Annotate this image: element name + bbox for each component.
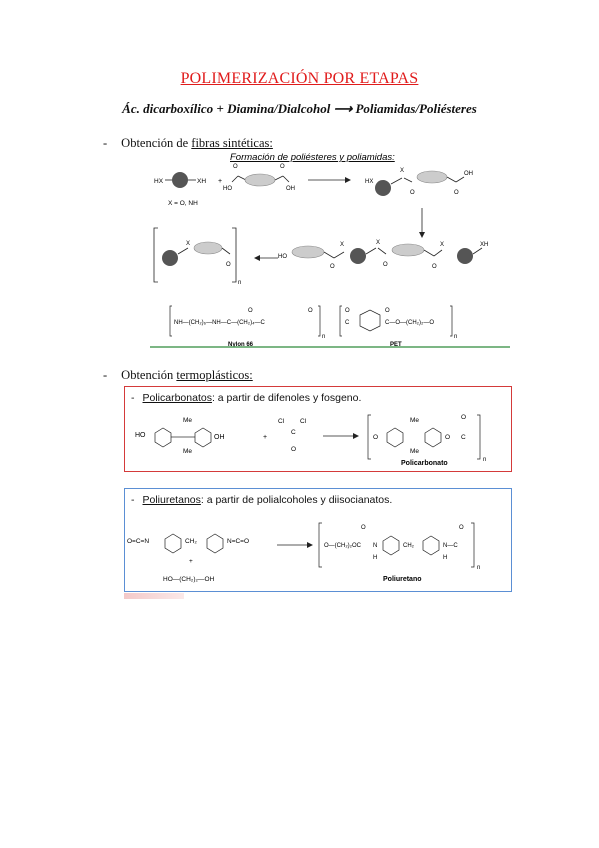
svg-text:HO: HO (135, 432, 146, 439)
svg-text:O: O (385, 308, 390, 314)
svg-text:O: O (454, 190, 459, 196)
svg-text:O: O (461, 414, 466, 421)
nylon-label: Nylon 66 (228, 342, 254, 348)
svg-text:X: X (376, 240, 380, 246)
poliuretanos-box: -Poliuretanos: a partir de polialcoholes… (124, 488, 512, 592)
svg-text:C—O—(CH₂)₂—O: C—O—(CH₂)₂—O (385, 320, 434, 326)
svg-text:n: n (238, 280, 241, 286)
poliuretanos-heading: -Poliuretanos: a partir de polialcoholes… (131, 494, 392, 506)
svg-text:Me: Me (410, 417, 419, 424)
svg-text:O: O (459, 525, 464, 531)
svg-text:n: n (454, 334, 457, 340)
bullet-text: Obtención de (121, 136, 192, 150)
diacid-ellipse-icon (244, 173, 276, 187)
policarbonatos-name: Policarbonatos (142, 392, 212, 404)
policarbonato-label: Policarbonato (401, 460, 448, 467)
box-dash: - (131, 494, 135, 506)
poliuretanos-desc: : a partir de polialcoholes y diisociana… (200, 494, 393, 506)
hx-label: HX (154, 178, 164, 185)
svg-text:O: O (432, 264, 437, 270)
svg-text:O: O (280, 164, 285, 170)
svg-text:O: O (248, 308, 253, 314)
bullet-underlined: fibras sintéticas: (191, 136, 273, 150)
svg-text:CH₂: CH₂ (403, 543, 415, 549)
svg-text:HX: HX (365, 179, 373, 185)
svg-text:X: X (340, 242, 344, 248)
svg-text:O: O (410, 190, 415, 196)
svg-text:X: X (186, 241, 190, 247)
svg-text:NH—(CH₂)₆—NH—C—(CH₂)₄—C: NH—(CH₂)₆—NH—C—(CH₂)₄—C (174, 320, 266, 326)
poliuretanos-name: Poliuretanos (142, 494, 201, 506)
svg-text:n: n (477, 565, 480, 571)
svg-text:X: X (440, 242, 444, 248)
polymer-formation-figure: Formación de poliésteres y poliamidas: H… (150, 152, 510, 348)
svg-text:n: n (483, 457, 486, 463)
svg-text:C: C (291, 429, 296, 436)
faded-fragment (124, 593, 184, 599)
svg-text:+: + (189, 558, 193, 565)
svg-text:CH₂: CH₂ (185, 538, 197, 545)
svg-text:OH: OH (464, 171, 473, 177)
svg-text:+: + (263, 434, 267, 441)
bullet-text: Obtención (121, 368, 177, 382)
svg-text:N=C=O: N=C=O (227, 538, 249, 545)
svg-text:OH: OH (214, 434, 225, 441)
svg-text:N: N (373, 543, 377, 549)
svg-text:OH: OH (286, 186, 295, 192)
svg-text:O: O (383, 262, 388, 268)
svg-text:O: O (330, 264, 335, 270)
poliuretano-label: Poliuretano (383, 576, 422, 583)
poliuretano-scheme: O=C=N CH₂ N=C=O + HO—(CH₂)₂—OH O—(CH₂)₂O… (127, 522, 480, 583)
bullet-termoplasticos: -Obtención termoplásticos: (103, 368, 253, 383)
svg-text:HO: HO (278, 254, 287, 260)
bullet-underlined: termoplásticos: (176, 368, 253, 382)
svg-text:O: O (226, 262, 231, 268)
svg-text:H: H (373, 555, 377, 561)
svg-text:C: C (461, 434, 466, 441)
svg-text:C: C (345, 320, 350, 326)
svg-text:O: O (345, 308, 350, 314)
svg-text:O: O (361, 525, 366, 531)
svg-text:HO: HO (223, 186, 232, 192)
diol-ball-icon (172, 172, 188, 188)
svg-text:O: O (445, 434, 450, 441)
svg-text:XH: XH (197, 178, 206, 185)
svg-text:HO—(CH₂)₂—OH: HO—(CH₂)₂—OH (163, 576, 215, 583)
svg-text:O: O (291, 446, 296, 453)
svg-text:O—(CH₂)₂OC: O—(CH₂)₂OC (324, 543, 362, 549)
policarbonatos-desc: : a partir de difenoles y fosgeno. (211, 392, 362, 404)
box-dash: - (131, 392, 135, 404)
svg-text:Cl: Cl (278, 418, 285, 425)
svg-text:Cl: Cl (300, 418, 307, 425)
policarbonatos-heading: -Policarbonatos: a partir de difenoles y… (131, 392, 361, 404)
bullet-dash: - (103, 368, 108, 382)
figure-title: Formación de poliésteres y poliamidas: (230, 152, 395, 163)
svg-text:+: + (218, 178, 222, 185)
svg-text:Me: Me (183, 417, 192, 424)
svg-text:Me: Me (410, 448, 419, 455)
svg-text:Me: Me (183, 448, 192, 455)
svg-text:O: O (373, 434, 378, 441)
bullet-fibras: -Obtención de fibras sintéticas: (103, 136, 273, 151)
svg-text:H: H (443, 555, 447, 561)
svg-text:XH: XH (480, 242, 488, 248)
svg-text:n: n (322, 334, 325, 340)
reaction-equation: Ác. dicarboxílico + Diamina/Dialcohol ⟶ … (122, 101, 477, 116)
policarbonatos-box: -Policarbonatos: a partir de difenoles y… (124, 386, 512, 472)
svg-text:O=C=N: O=C=N (127, 538, 149, 545)
pet-label: PET (390, 342, 402, 348)
x-note: X = O, NH (168, 200, 198, 207)
svg-text:N—C: N—C (443, 543, 458, 549)
page-title: POLIMERIZACIÓN POR ETAPAS (180, 70, 419, 87)
policarbonato-scheme: HO Me Me OH + Cl Cl C O O Me Me O C O n … (135, 414, 486, 467)
bullet-dash: - (103, 136, 108, 150)
svg-text:O: O (233, 164, 238, 170)
svg-text:X: X (400, 168, 404, 174)
svg-text:O: O (308, 308, 313, 314)
